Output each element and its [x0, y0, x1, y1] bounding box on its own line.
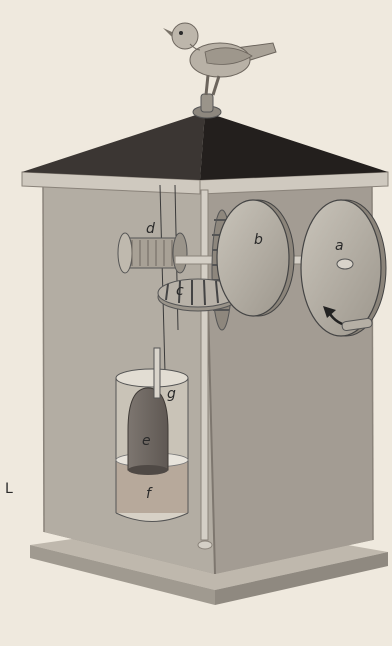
label-corner-l: L [5, 481, 13, 497]
tube-g [154, 348, 160, 398]
label-d: d [146, 221, 155, 237]
label-a: a [335, 238, 344, 254]
label-c: c [176, 283, 184, 299]
label-b: b [254, 232, 263, 248]
disc-b [217, 200, 294, 316]
disc-a [301, 200, 386, 336]
float-bell-e [128, 388, 168, 475]
spool-d [118, 233, 187, 273]
label-g: g [167, 386, 176, 402]
label-e: e [142, 433, 151, 449]
